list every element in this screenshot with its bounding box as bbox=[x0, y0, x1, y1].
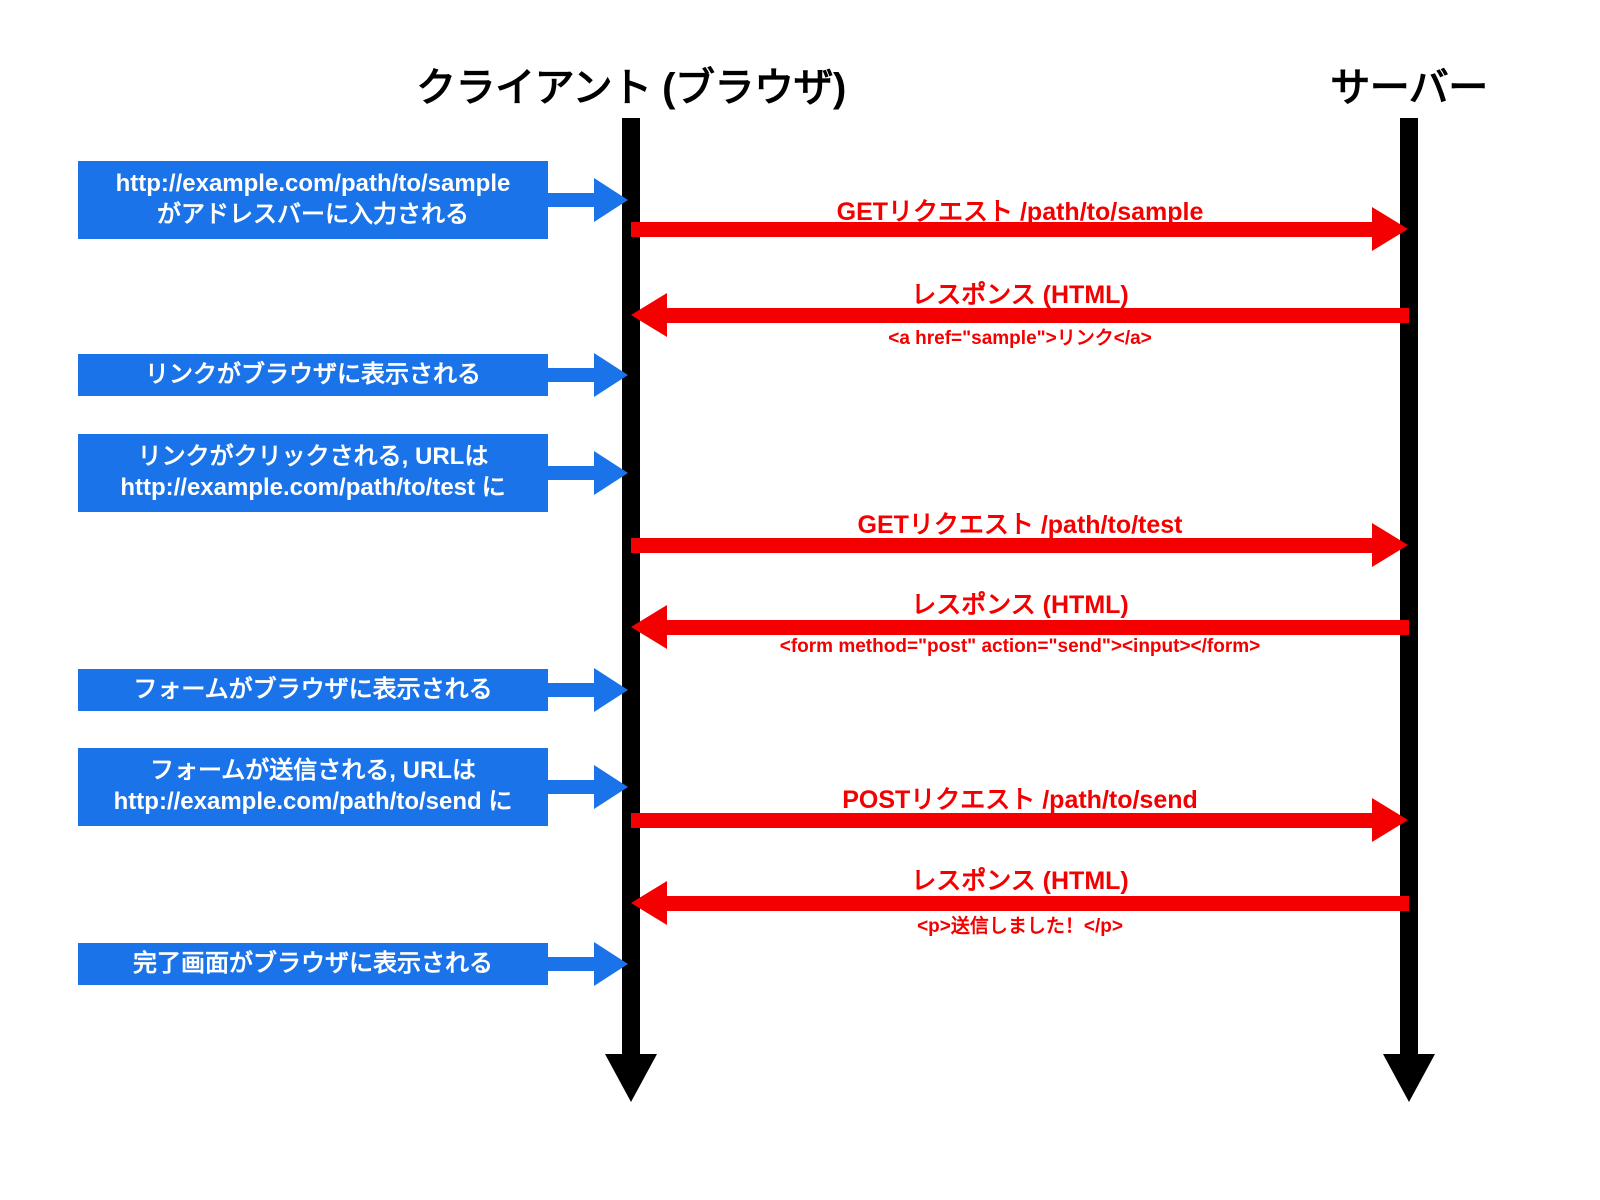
message-arrowhead-icon bbox=[1372, 523, 1408, 567]
note-line: リンクがクリックされる, URLは bbox=[137, 443, 489, 471]
note-box: 完了画面がブラウザに表示される bbox=[78, 943, 548, 985]
message-arrow-shaft bbox=[631, 222, 1376, 237]
message-arrowhead-icon bbox=[631, 293, 667, 337]
note-line: http://example.com/path/to/send に bbox=[113, 788, 513, 815]
message-arrow-shaft bbox=[664, 896, 1409, 911]
message-label: POSTリクエスト /path/to/send bbox=[842, 786, 1198, 814]
note-connector-shaft bbox=[548, 193, 606, 207]
note-line: フォームがブラウザに表示される bbox=[133, 675, 493, 703]
message-label: レスポンス (HTML) bbox=[911, 867, 1129, 895]
note-box: リンクがブラウザに表示される bbox=[78, 354, 548, 396]
note-connector-shaft bbox=[548, 683, 606, 697]
note-connector-arrow-icon bbox=[594, 451, 628, 495]
message-snippet: <a href="sample">リンク</a> bbox=[888, 328, 1152, 349]
message-arrowhead-icon bbox=[1372, 798, 1408, 842]
note-connector-arrow-icon bbox=[594, 942, 628, 986]
message-arrow-shaft bbox=[664, 620, 1409, 635]
note-connector-arrow-icon bbox=[594, 668, 628, 712]
note-connector-shaft bbox=[548, 368, 606, 382]
message-label: レスポンス (HTML) bbox=[911, 281, 1129, 309]
note-box: http://example.com/path/to/sample がアドレスバ… bbox=[78, 161, 548, 239]
lifeline-server bbox=[1400, 118, 1418, 1058]
note-line: 完了画面がブラウザに表示される bbox=[133, 949, 493, 977]
message-arrow-shaft bbox=[631, 538, 1376, 553]
message-snippet: <p>送信しました！</p> bbox=[917, 916, 1123, 937]
note-connector-shaft bbox=[548, 780, 606, 794]
note-box: フォームが送信される, URLは http://example.com/path… bbox=[78, 748, 548, 826]
note-line: http://example.com/path/to/test に bbox=[120, 474, 506, 501]
note-line: http://example.com/path/to/sample bbox=[115, 170, 511, 198]
note-line: がアドレスバーに入力される bbox=[157, 201, 469, 228]
note-connector-shaft bbox=[548, 466, 606, 480]
lifeline-client-arrowhead-icon bbox=[605, 1054, 657, 1102]
message-arrow-shaft bbox=[664, 308, 1409, 323]
note-connector-arrow-icon bbox=[594, 765, 628, 809]
message-snippet: <form method="post" action="send"><input… bbox=[779, 636, 1261, 657]
note-line: リンクがブラウザに表示される bbox=[145, 360, 481, 388]
message-arrowhead-icon bbox=[631, 605, 667, 649]
note-box: リンクがクリックされる, URLは http://example.com/pat… bbox=[78, 434, 548, 512]
note-connector-arrow-icon bbox=[594, 353, 628, 397]
actor-label-client: クライアント (ブラウザ) bbox=[416, 66, 846, 110]
note-box: フォームがブラウザに表示される bbox=[78, 669, 548, 711]
note-connector-arrow-icon bbox=[594, 178, 628, 222]
actor-label-server: サーバー bbox=[1330, 66, 1488, 110]
message-label: GETリクエスト /path/to/test bbox=[857, 511, 1183, 539]
lifeline-server-arrowhead-icon bbox=[1383, 1054, 1435, 1102]
message-arrowhead-icon bbox=[1372, 207, 1408, 251]
note-connector-shaft bbox=[548, 957, 606, 971]
message-arrow-shaft bbox=[631, 813, 1376, 828]
message-label: GETリクエスト /path/to/sample bbox=[836, 198, 1204, 226]
message-label: レスポンス (HTML) bbox=[911, 591, 1129, 619]
note-line: フォームが送信される, URLは bbox=[150, 757, 476, 785]
message-arrowhead-icon bbox=[631, 881, 667, 925]
